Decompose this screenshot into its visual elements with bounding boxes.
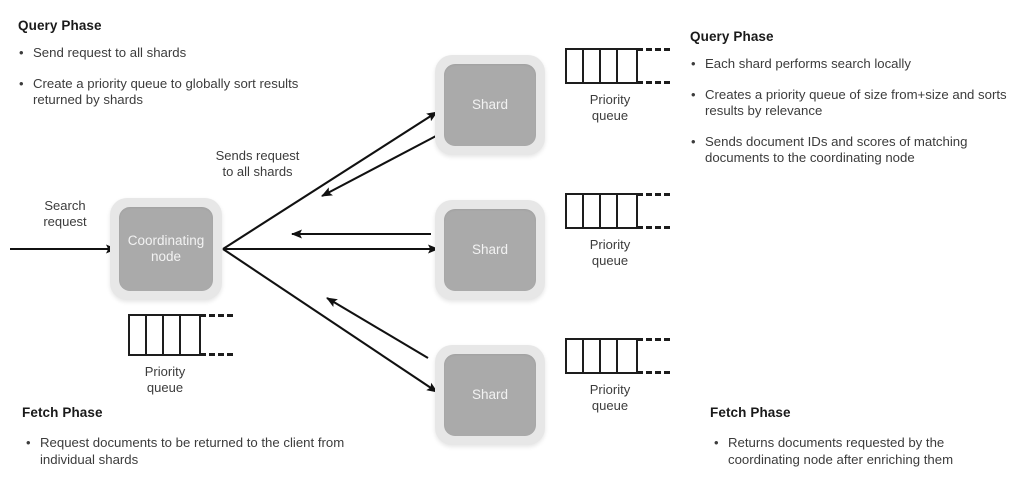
bullet-dot: • — [26, 435, 31, 450]
search-request-label: Search request — [43, 198, 87, 229]
shard-3-priority-queue-label: Priority queue — [589, 382, 631, 413]
bullet-dot: • — [19, 45, 24, 60]
queue-dash-top — [200, 314, 233, 317]
list-item-text: Send request to all shards — [33, 45, 187, 60]
list-item-text: Request documents to be returned to the … — [40, 435, 345, 467]
queue-dash-bottom — [637, 226, 670, 229]
left-query-phase-title: Query Phase — [18, 18, 102, 33]
coordinator-priority-queue: Priority queue — [128, 314, 234, 395]
left-query-phase-panel: Query Phase • Send request to all shards… — [18, 18, 318, 109]
list-item-text: Create a priority queue to globally sort… — [33, 75, 299, 108]
queue-cell — [618, 50, 635, 82]
shard-1-priority-queue: Priority queue — [565, 48, 671, 124]
sends-request-label: Sends request to all shards — [215, 148, 300, 179]
coordinator-priority-queue-label: Priority queue — [144, 364, 186, 395]
list-item: • Creates a priority queue of size from+… — [690, 87, 1008, 120]
queue-dash-top — [637, 48, 670, 51]
bullet-dot: • — [691, 86, 696, 102]
arrow-shard-3-to-coordinator — [326, 297, 429, 359]
queue-cell — [567, 50, 584, 82]
coordinator-priority-queue-cells — [128, 314, 201, 356]
queue-cell — [601, 50, 618, 82]
queue-cell — [584, 195, 601, 227]
right-fetch-phase-title: Fetch Phase — [710, 405, 791, 420]
bullet-dot: • — [19, 75, 24, 91]
shard-3-priority-queue-cells — [565, 338, 638, 374]
queue-cell — [601, 195, 618, 227]
coordinating-node-label-box: Coordinating node — [119, 207, 213, 291]
shard-node-2-label-box: Shard — [444, 209, 536, 291]
list-item: • Create a priority queue to globally so… — [18, 76, 318, 109]
arrow-coordinator-to-shard-1 — [222, 111, 438, 250]
shard-1-priority-queue-cells — [565, 48, 638, 84]
shard-node-1-label: Shard — [471, 97, 509, 112]
list-item-text: Creates a priority queue of size from+si… — [705, 86, 1007, 119]
queue-cell — [164, 316, 181, 354]
queue-cell — [601, 340, 618, 372]
queue-dash-top — [637, 338, 670, 341]
arrow-coordinator-to-shard-3 — [222, 248, 438, 393]
shard-1-priority-queue-label: Priority queue — [589, 92, 631, 123]
left-fetch-phase-title: Fetch Phase — [22, 405, 103, 420]
queue-cell — [181, 316, 198, 354]
queue-cell — [567, 340, 584, 372]
right-fetch-phase-panel: Fetch Phase • Returns documents requeste… — [710, 405, 1010, 468]
queue-dash-bottom — [200, 353, 233, 356]
left-fetch-phase-bullets: • Request documents to be returned to th… — [22, 435, 362, 468]
right-query-phase-panel: Query Phase • Each shard performs search… — [690, 29, 1008, 167]
right-query-phase-title: Query Phase — [690, 29, 774, 44]
list-item: • Returns documents requested by the coo… — [710, 435, 1010, 468]
queue-dash-bottom — [637, 81, 670, 84]
list-item-text: Sends document IDs and scores of matchin… — [705, 133, 968, 166]
shard-2-priority-queue: Priority queue — [565, 193, 671, 269]
shard-node-3-label: Shard — [471, 387, 509, 402]
coordinating-node[interactable]: Coordinating node — [110, 198, 222, 300]
shard-node-1-label-box: Shard — [444, 64, 536, 146]
list-item: • Each shard performs search locally — [690, 56, 1008, 73]
left-fetch-phase-panel: Fetch Phase • Request documents to be re… — [22, 405, 362, 468]
bullet-dot: • — [714, 435, 719, 450]
list-item: • Sends document IDs and scores of match… — [690, 134, 1008, 167]
queue-cell — [584, 50, 601, 82]
queue-cell — [147, 316, 164, 354]
coordinating-node-label: Coordinating node — [127, 233, 205, 264]
shard-node-2[interactable]: Shard — [435, 200, 545, 300]
queue-cell — [618, 340, 635, 372]
queue-cell — [130, 316, 147, 354]
shard-2-priority-queue-label: Priority queue — [589, 237, 631, 268]
right-fetch-phase-bullets: • Returns documents requested by the coo… — [710, 435, 1010, 468]
shard-3-priority-queue: Priority queue — [565, 338, 671, 414]
queue-dash-top — [637, 193, 670, 196]
list-item: • Send request to all shards — [18, 45, 318, 62]
list-item-text: Each shard performs search locally — [705, 56, 911, 71]
queue-cell — [618, 195, 635, 227]
bullet-dot: • — [691, 133, 696, 149]
arrow-shard-1-to-coordinator — [321, 135, 437, 197]
list-item-text: Returns documents requested by the coord… — [728, 435, 954, 467]
queue-cell — [584, 340, 601, 372]
shard-node-3-label-box: Shard — [444, 354, 536, 436]
shard-node-1[interactable]: Shard — [435, 55, 545, 155]
right-query-phase-bullets: • Each shard performs search locally • C… — [690, 56, 1008, 167]
shard-2-priority-queue-cells — [565, 193, 638, 229]
queue-dash-bottom — [637, 371, 670, 374]
bullet-dot: • — [691, 56, 696, 71]
left-query-phase-bullets: • Send request to all shards • Create a … — [18, 45, 318, 109]
queue-cell — [567, 195, 584, 227]
shard-node-2-label: Shard — [471, 242, 509, 257]
list-item: • Request documents to be returned to th… — [22, 435, 362, 468]
shard-node-3[interactable]: Shard — [435, 345, 545, 445]
